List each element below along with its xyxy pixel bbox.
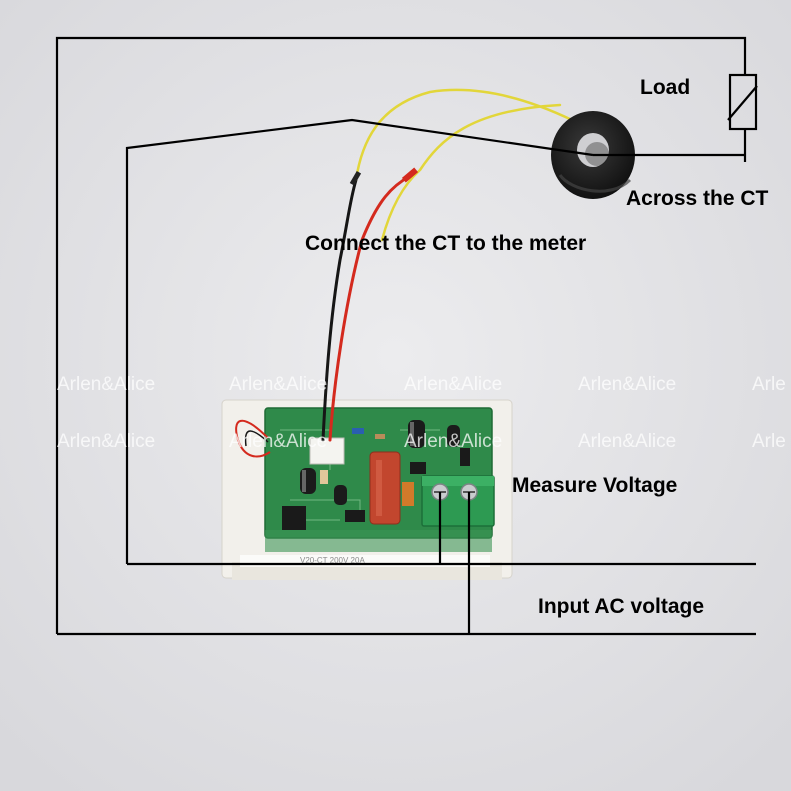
measure-voltage-label: Measure Voltage (512, 474, 678, 497)
load-resistor (727, 73, 758, 131)
watermark-text: Arle (752, 374, 786, 395)
watermark-text: Arlen&Alice (229, 374, 328, 395)
watermark-text: Arlen&Alice (404, 431, 503, 452)
housing-sticker-text: V20-CT 200V 20A (300, 556, 365, 565)
ct-lead-wires (321, 88, 574, 442)
watermark-text: Arlen&Alice (404, 374, 503, 395)
screw-terminal (421, 475, 495, 527)
capacitor (300, 420, 460, 505)
ac-live-line (55, 36, 747, 634)
watermark-text: Arlen&Alice (578, 431, 677, 452)
ct-connector (309, 437, 345, 465)
connect-ct-label: Connect the CT to the meter (305, 232, 587, 255)
ic-chip (282, 506, 306, 530)
watermark-text: Arlen&Alice (57, 431, 156, 452)
across-ct-label: Across the CT (626, 187, 769, 210)
film-capacitor (369, 451, 401, 525)
schematic-lines (55, 36, 756, 636)
watermark-text: Arlen&Alice (229, 431, 328, 452)
input-ac-label: Input AC voltage (538, 595, 705, 618)
watermark-text: Arlen&Alice (578, 374, 677, 395)
watermark-text: Arlen&Alice (57, 374, 156, 395)
watermark-text: Arle (752, 431, 786, 452)
ct-pass-line (125, 118, 594, 564)
pcb-red-wire (235, 419, 271, 458)
load-label: Load (640, 76, 691, 99)
